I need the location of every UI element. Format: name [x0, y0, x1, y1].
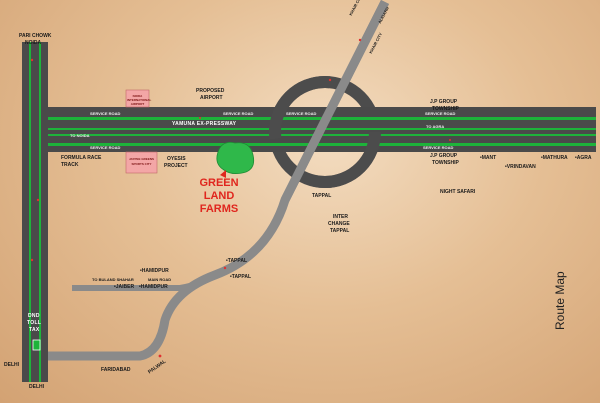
route-map-label: Route Map [553, 271, 567, 330]
proposed-airport-label-1: PROPOSED [196, 88, 225, 94]
dnd-label-2: TOLL [27, 320, 42, 326]
jp-group-bottom-label-2: TOWNSHIP [432, 160, 459, 166]
yamuna-expressway-label: YAMUNA EX-PRESSWAY [172, 121, 237, 127]
service-road-label-2: SERVICE ROAD [223, 111, 254, 116]
sports-city-box [125, 151, 158, 174]
khair-road [280, 0, 390, 203]
farm-pointer [220, 170, 226, 178]
interchange-label-1: INTER [333, 214, 348, 220]
service-road-label-1: SERVICE ROAD [90, 111, 121, 116]
service-road-label-3: SERVICE ROAD [286, 111, 317, 116]
green-land-farms-area [216, 142, 255, 174]
dnd-label-1: DND [28, 313, 40, 319]
jp-group-top-label-2: TOWNSHIP [432, 106, 459, 112]
noida-delhi-median-right [39, 42, 41, 382]
oyesis-label-2: PROJECT [164, 163, 188, 169]
interchange-label-2: CHANGE [328, 221, 350, 227]
green-land-line-1: GREEN LAND [199, 177, 239, 202]
agra-label: •AGRA [575, 155, 592, 161]
oyesis-label-1: OYESIS [167, 156, 186, 162]
sports-box-label-2: SPORTS CITY [131, 162, 152, 166]
main-road-label: MAIN ROAD [148, 277, 172, 282]
service-road-label-5: SERVICE ROAD [90, 145, 121, 150]
tappal-road-label-1: •TAPPAL [226, 258, 248, 264]
tappal-road-label-2: •TAPPAL [230, 274, 252, 280]
noida-delhi-median-left [29, 42, 31, 382]
hamidpur-label-2: •HAMIDPUR [139, 284, 168, 290]
noida-delhi-road [22, 42, 48, 382]
night-safari-label: NIGHT SAFARI [440, 189, 476, 195]
airport-box [125, 89, 150, 108]
hamidpur-label-1: •HAMIDPUR [140, 268, 169, 274]
interchange-label-3: TAPPAL [330, 228, 350, 234]
expressway-median-top [22, 117, 596, 120]
expressway-median-mid-b [22, 134, 596, 136]
formula-race-label-2: TRACK [61, 162, 79, 168]
to-agra-label: TO AGRA [426, 124, 445, 129]
pari-chowk-label: PARI CHOWK [19, 33, 52, 39]
noida-label: NOIDA [25, 40, 42, 46]
service-road-label-6: SERVICE ROAD [423, 145, 454, 150]
buland-shahar-road [72, 269, 224, 291]
green-land-farms-label: GREEN LAND FARMS [188, 177, 250, 216]
green-land-line-2: FARMS [199, 203, 239, 215]
road-markers [30, 38, 451, 358]
mathura-label: •MATHURA [541, 155, 568, 161]
jp-group-bottom-label-1: J.P GROUP [430, 153, 458, 159]
expressway-median-mid-a [22, 128, 596, 130]
jaiber-label: •JAIBER [114, 284, 135, 290]
sports-box-label-1: JAYPEE GREENS [128, 157, 155, 161]
dnd-label-3: TAX [29, 327, 40, 333]
dnd-toll-booth [32, 339, 41, 351]
faridabad-label: FARIDABAD [101, 367, 131, 373]
proposed-airport-label-2: AIRPORT [200, 95, 223, 101]
delhi-bottom-label: DELHI [29, 384, 44, 390]
mant-label: •MANT [480, 155, 497, 161]
interchange-ring-top [269, 76, 381, 188]
to-noida-label: TO NOIDA [70, 133, 90, 138]
jp-group-top-label-1: J.P GROUP [430, 99, 458, 105]
airport-box-label: NOIDA INTERNATIONAL AIRPORT [127, 94, 152, 106]
formula-race-label-1: FORMULA RACE [61, 155, 102, 161]
vrindavan-label: •VRINDAVAN [505, 164, 536, 170]
delhi-side-label: DELHI [4, 362, 19, 368]
to-buland-shahar-label: TO BULAND SHAHAR [92, 277, 134, 282]
service-road-label-4: SERVICE ROAD [425, 111, 456, 116]
tappal-label: TAPPAL [312, 193, 332, 199]
